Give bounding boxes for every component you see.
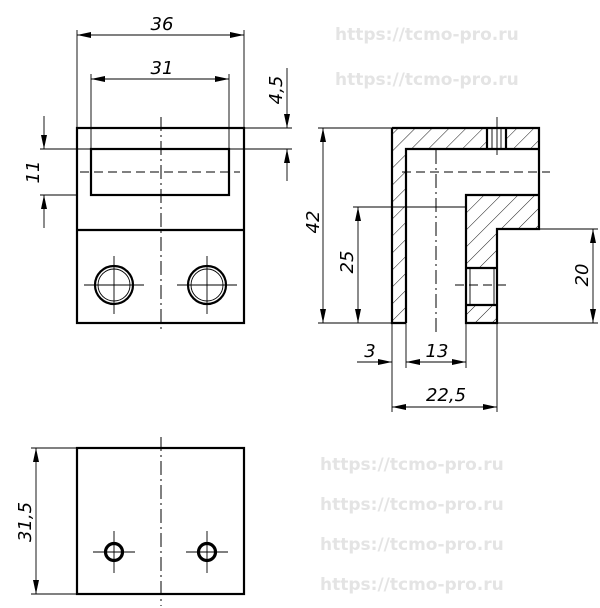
side-section-view: 42 25 20 3 13 22,5	[303, 117, 598, 412]
top-hole	[485, 128, 508, 149]
watermark-text: https://tcmo-pro.ru	[320, 495, 504, 515]
side-hole	[466, 266, 497, 307]
bottom-hole-left	[93, 531, 135, 573]
front-view: 36 31 4,5 11	[23, 14, 292, 333]
watermark-text: https://tcmo-pro.ru	[335, 25, 519, 45]
dim-13: 13	[426, 341, 449, 362]
dim-20: 20	[572, 264, 593, 287]
dim-4-5: 4,5	[266, 76, 287, 105]
watermark-text: https://tcmo-pro.ru	[320, 455, 504, 475]
dim-36: 36	[151, 14, 174, 35]
dim-22-5: 22,5	[426, 385, 466, 406]
watermark-text: https://tcmo-pro.ru	[335, 70, 519, 90]
bottom-view: 31,5	[15, 437, 246, 606]
watermark-layer: https://tcmo-pro.ru https://tcmo-pro.ru ht…	[320, 25, 519, 595]
hole-left	[84, 256, 144, 314]
hole-right	[177, 256, 237, 314]
dim-31-5: 31,5	[15, 502, 36, 542]
dim-42: 42	[303, 211, 324, 234]
dim-11: 11	[23, 161, 44, 184]
dim-31: 31	[151, 58, 174, 79]
dim-3: 3	[364, 341, 375, 362]
watermark-text: https://tcmo-pro.ru	[320, 575, 504, 595]
bottom-hole-right	[186, 531, 228, 573]
dim-25: 25	[337, 251, 358, 274]
watermark-text: https://tcmo-pro.ru	[320, 535, 504, 555]
